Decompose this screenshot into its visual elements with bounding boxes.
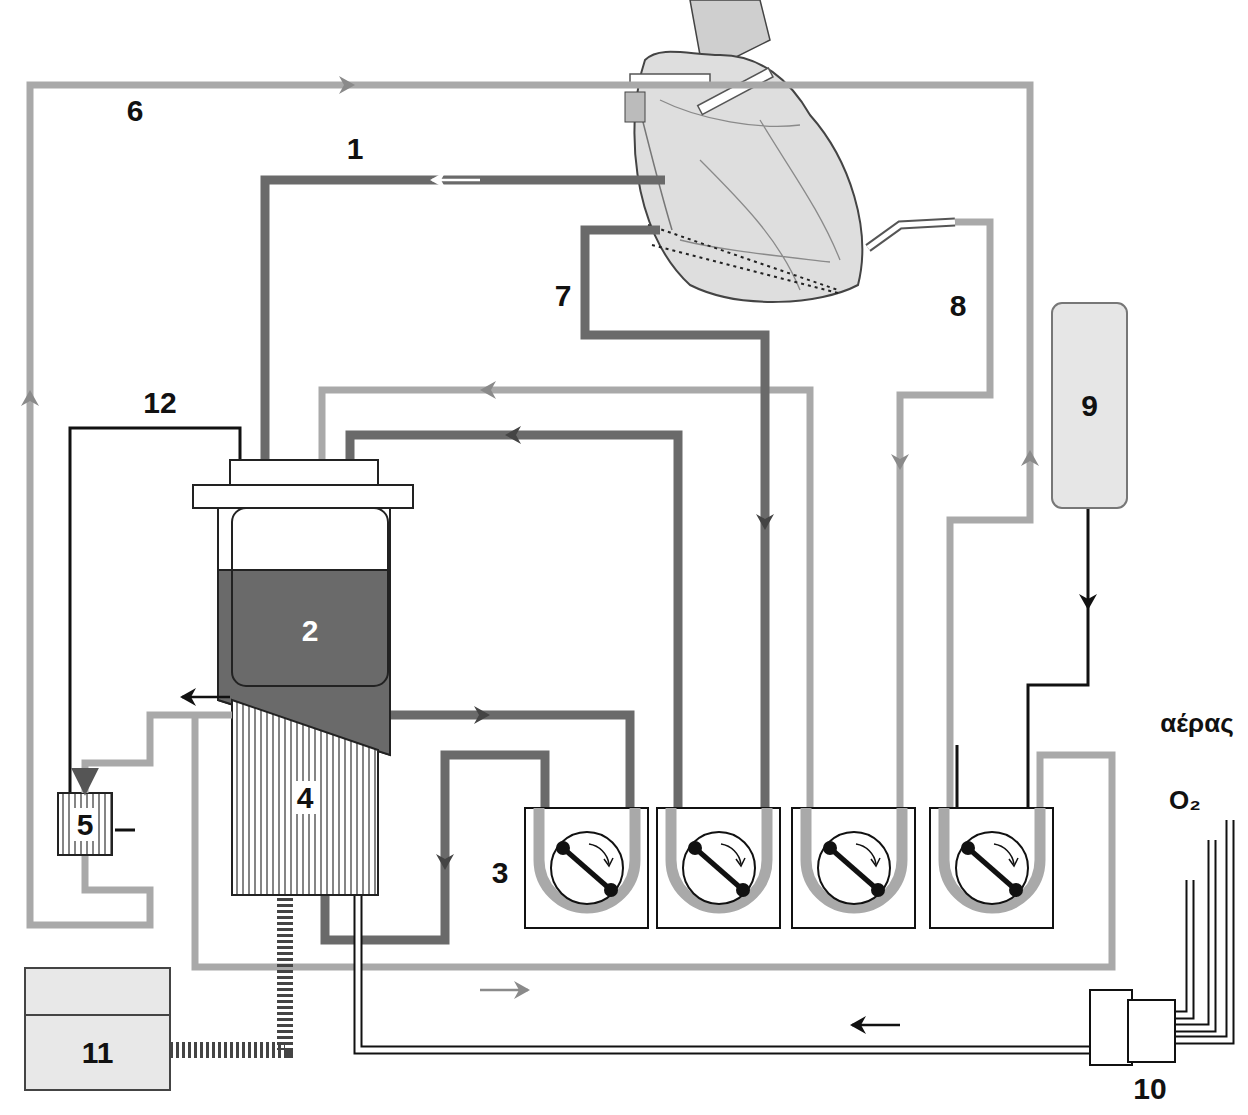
callout-number: 9 (1081, 389, 1098, 422)
flow-arrow (1021, 450, 1039, 466)
water-jacket-tubes (170, 895, 285, 1050)
flow-arrow (891, 454, 909, 470)
heart (625, 0, 955, 302)
thermostat (25, 968, 170, 1090)
callout-number: 4 (294, 781, 317, 814)
flow-arrow (850, 1016, 900, 1034)
infusion-bag (1052, 303, 1127, 508)
callout-number: 7 (553, 279, 574, 312)
callout-number: 2 (302, 614, 319, 647)
oxygenator (232, 700, 378, 895)
reservoir-node: 2 (232, 575, 388, 685)
flow-arrow (756, 514, 774, 530)
flow-arrow (430, 171, 480, 189)
flow-arrow (436, 854, 454, 870)
gas-label: αέρας (1158, 709, 1235, 738)
roller-pump (657, 808, 780, 928)
callout-number: 1 (345, 132, 366, 165)
light-tubes (30, 85, 1112, 967)
callout-number: 12 (141, 386, 178, 419)
callout-number: 11 (82, 1036, 114, 1069)
signal-lines (70, 428, 1088, 830)
flow-arrow (480, 381, 496, 399)
gas-mixer (1090, 990, 1175, 1065)
callout-number: 10 (1131, 1072, 1168, 1105)
reservoir (193, 460, 413, 755)
flow-arrows (21, 76, 1097, 1034)
callout-number: 6 (125, 94, 146, 127)
callout-number: 3 (490, 856, 511, 889)
tube-connector (85, 715, 232, 793)
pump-array (525, 808, 1053, 928)
flow-arrow (21, 390, 39, 406)
callout-number: 5 (74, 808, 97, 841)
flow-arrow (339, 76, 355, 94)
trap-node: 5 (58, 793, 112, 855)
flow-arrow (505, 426, 521, 444)
roller-pump (792, 808, 915, 928)
roller-pump (930, 808, 1053, 928)
flow-arrow (1079, 594, 1097, 610)
bubble-trap (58, 793, 112, 855)
gas-label: O₂ (1167, 786, 1203, 815)
flow-arrow (180, 688, 230, 706)
oxygenator-node: 4 (232, 700, 378, 895)
flow-arrow (474, 706, 490, 724)
bag-node: 9 (1052, 303, 1127, 508)
roller-pump (525, 808, 648, 928)
callout-number: 8 (948, 289, 969, 322)
thermostat-node: 11 (25, 1015, 170, 1090)
flow-arrow (480, 981, 530, 999)
